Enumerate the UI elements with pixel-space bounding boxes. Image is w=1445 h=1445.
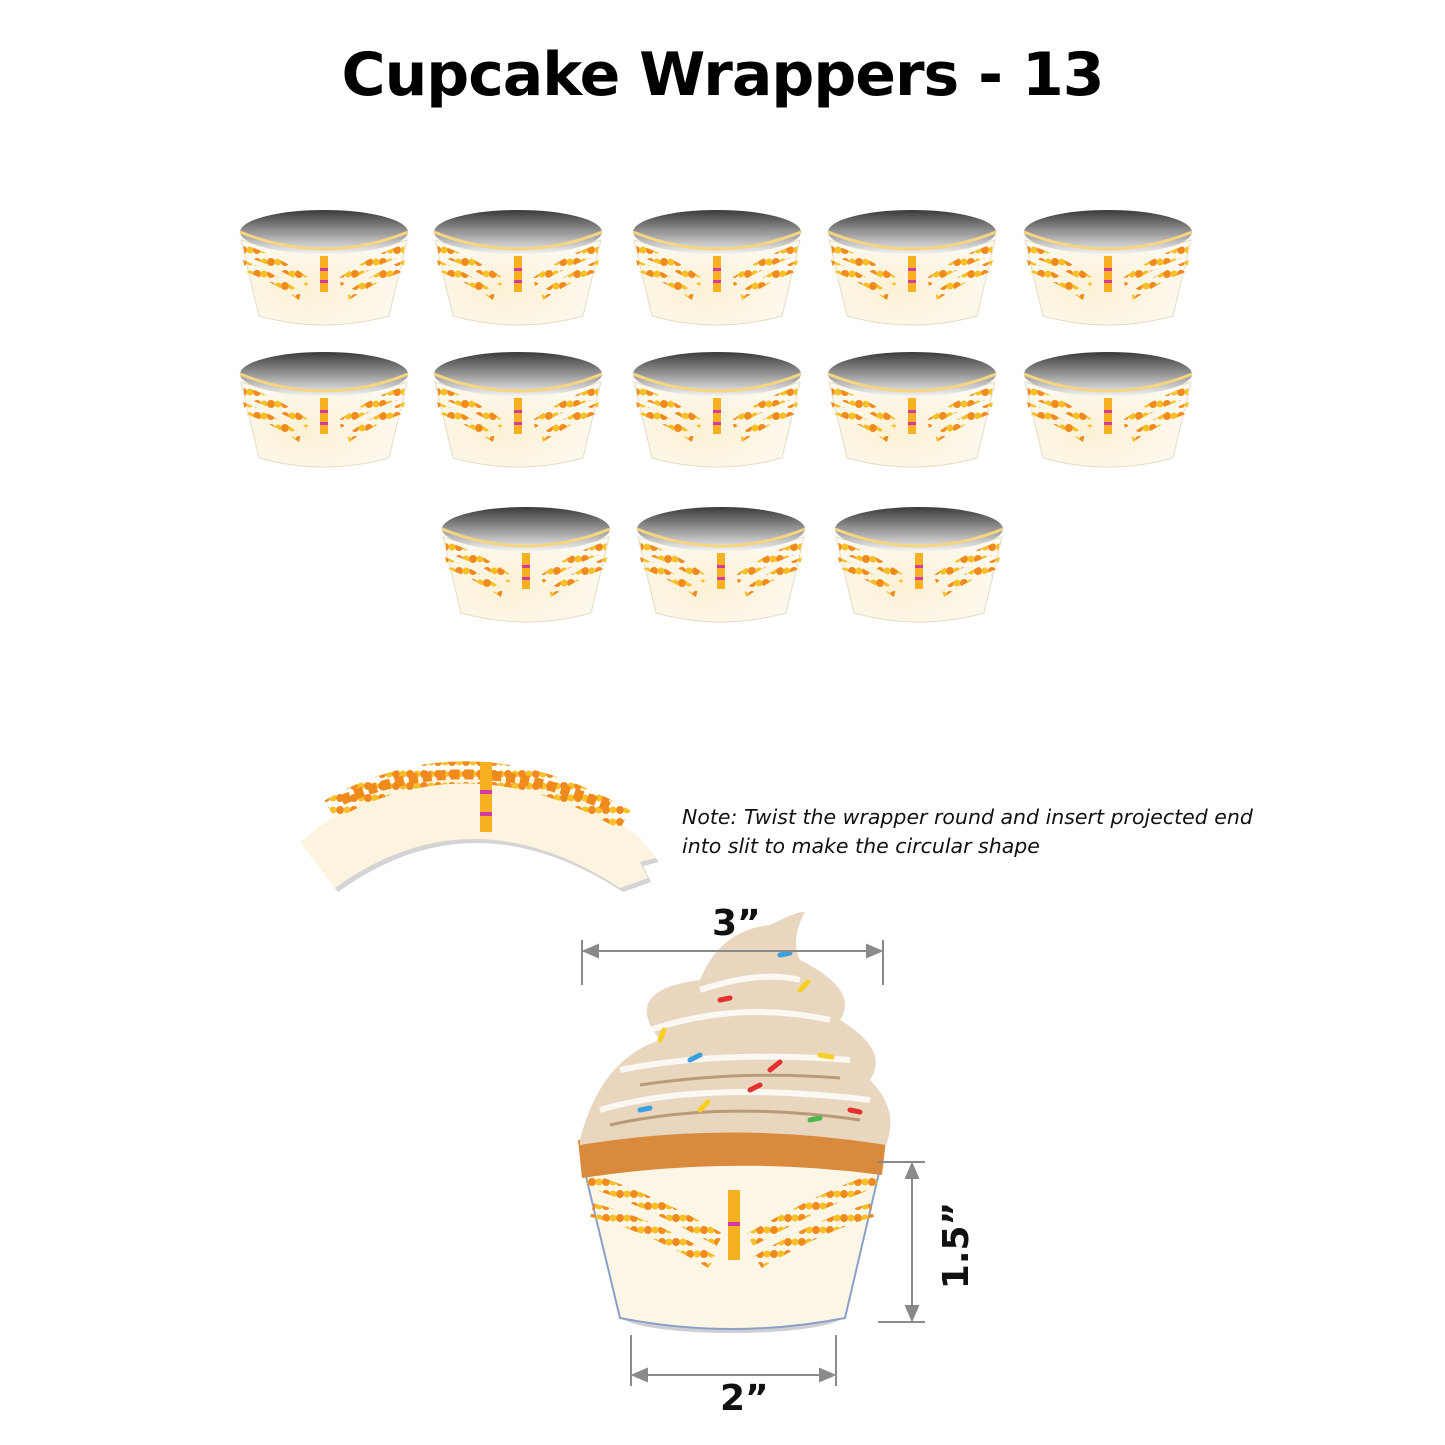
- height-label: 1.5”: [936, 1201, 978, 1290]
- assembly-note: Note: Twist the wrapper round and insert…: [682, 805, 1253, 858]
- top-width-label: 3”: [712, 903, 761, 944]
- cupcake-illustration: [578, 911, 891, 1333]
- flat-wrapper-template: [300, 761, 659, 892]
- dimension-arrows: [581, 940, 925, 1386]
- page-title: Cupcake Wrappers - 13: [341, 40, 1105, 110]
- bottom-width-label: 2”: [720, 1378, 769, 1419]
